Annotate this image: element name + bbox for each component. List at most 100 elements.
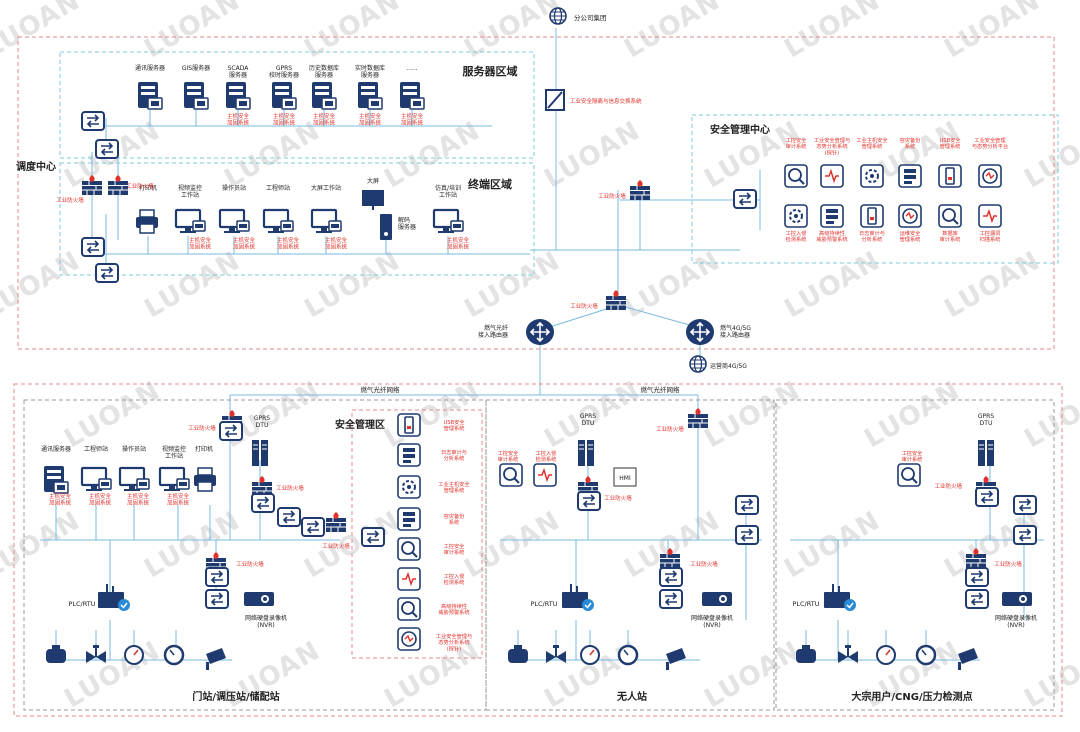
sc-top-icon-3 xyxy=(898,164,922,188)
s3-switch-nvr-icon xyxy=(965,589,989,609)
server-icon-6 xyxy=(400,82,425,110)
terminal-area-title: 终端区域 xyxy=(468,177,512,191)
s3-field-icon-1 xyxy=(838,645,858,663)
s1-device-label-4: 打印机 xyxy=(195,445,213,453)
sc-bottom-icon-4 xyxy=(938,204,962,228)
s1-device-note-0: 主机安全加固系统 xyxy=(49,492,72,507)
s2-fw-mid-label: 工业防火墙 xyxy=(604,494,632,502)
sc-bottom-label-3: 运维安全管理系统 xyxy=(900,229,922,243)
s2-fw-top-icon xyxy=(688,408,708,428)
sc-top-label-2: 工业主机安全管理系统 xyxy=(856,136,888,150)
station3-title: 大宗用户/CNG/压力检测点 xyxy=(851,690,972,703)
s1-fw-top-label: 工业防火墙 xyxy=(188,424,216,432)
firewall-left-2-label: 工业防火墙 xyxy=(126,182,154,190)
s1-switch-right-icon xyxy=(277,507,301,527)
s1-nvr-label: 网络硬盘录像机(NVR) xyxy=(245,614,287,629)
sc-top-icon-1 xyxy=(820,164,844,188)
sc-bottom-label-1: 高级持续性威胁预警系统 xyxy=(816,229,847,243)
sc-top-icon-5 xyxy=(978,164,1002,188)
s2-fw-top-label: 工业防火墙 xyxy=(656,425,684,433)
s3-fw-low-label: 工业防火墙 xyxy=(994,560,1022,568)
s1-device-note-2: 主机安全加固系统 xyxy=(127,492,150,507)
s3-audit-label: 工控安全审计系统 xyxy=(902,449,924,463)
s2-field-icon-3 xyxy=(617,644,639,666)
s1-dtu-icon xyxy=(252,440,268,466)
s3-fw-low-icon xyxy=(966,548,986,568)
sc-bottom-icon-3 xyxy=(898,204,922,228)
isp-globe-icon xyxy=(689,355,707,373)
terminal-label-4: 大屏工作站 xyxy=(311,184,341,192)
device-nodes xyxy=(44,7,1037,670)
s1-device-icon-3 xyxy=(158,466,190,491)
field-network-box xyxy=(13,383,1063,717)
server-area-title: 服务器区域 xyxy=(463,64,518,78)
s1-plc-icon xyxy=(98,584,130,611)
firewall-lower-icon xyxy=(606,290,626,310)
firewall-left-2-icon xyxy=(108,175,128,195)
s1-device-label-0: 通讯服务器 xyxy=(41,445,71,453)
sc-top-label-5: 工业安全管理与态势分析平台 xyxy=(972,136,1008,150)
decoder-label: 解码服务器 xyxy=(398,216,416,231)
s1-device-label-2: 操作员站 xyxy=(122,445,146,453)
s1-switch-mid-icon xyxy=(251,493,275,513)
s3-plc-icon xyxy=(824,584,856,611)
sc-bottom-label-4: 数据库审计系统 xyxy=(940,229,961,243)
station2-title: 无人站 xyxy=(616,690,647,703)
s1-fw-right-label: 工业防火墙 xyxy=(322,542,350,550)
sc-top-label-3: 容灾备份系统 xyxy=(900,136,922,150)
terminal-label-1: 视频监控工作站 xyxy=(178,184,202,199)
terminal-label-5: 仿真/培训工作站 xyxy=(435,184,461,199)
terminal-switch-2-icon xyxy=(95,263,119,283)
terminal-switch-icon xyxy=(81,237,105,257)
printer-icon xyxy=(136,209,158,234)
server-note-3: 主机安全加固系统 xyxy=(273,112,296,127)
network-left-label: 燃气光纤网络 xyxy=(361,385,401,394)
security-center-box xyxy=(691,114,1059,264)
s1-device-icon-1 xyxy=(80,466,112,491)
server-label-1: GIS服务器 xyxy=(182,64,210,72)
server-icon-5 xyxy=(358,82,383,110)
s2-hmi-label: HMI xyxy=(619,475,631,482)
terminal-icon-4 xyxy=(310,208,342,233)
server-area-switch-icon xyxy=(81,111,105,131)
sz-icon-6 xyxy=(397,597,421,621)
hmi-box xyxy=(613,467,637,487)
s1-switch-low-icon xyxy=(205,567,229,587)
s3-switch-low-icon xyxy=(965,567,989,587)
firewall-center-label: 工业防火墙 xyxy=(598,192,626,200)
s3-dtu-icon xyxy=(978,440,994,466)
server-area-box xyxy=(59,51,535,159)
s3-field-icon-2 xyxy=(876,645,896,665)
s2-camera-icon xyxy=(666,648,686,670)
sz-label-0: USB安全管理系统 xyxy=(443,418,465,432)
s1-device-icon-2 xyxy=(118,466,150,491)
s2-plc-label: PLC/RTU xyxy=(530,600,557,608)
s3-switch-r2-icon xyxy=(1013,525,1037,545)
s1-field-icon-0 xyxy=(46,645,66,663)
sc-bottom-icon-5 xyxy=(978,204,1002,228)
big-screen-icon xyxy=(362,190,384,210)
terminal-note-5: 主机安全加固系统 xyxy=(447,236,470,251)
s1-field-icon-2 xyxy=(124,645,144,665)
fiber-router-icon xyxy=(526,319,554,345)
s1-field-icon-1 xyxy=(86,645,106,663)
terminal-label-3: 工程师站 xyxy=(266,184,290,192)
sz-label-7: 工业安全管理与态势分析系统(探针) xyxy=(436,632,472,652)
station1-box xyxy=(23,399,487,711)
server-note-2: 主机安全加固系统 xyxy=(227,112,250,127)
terminal-label-0: 打印机 xyxy=(139,184,157,192)
sc-bottom-label-5: 工控漏洞扫描系统 xyxy=(980,229,1001,243)
security-zone-box xyxy=(351,409,483,659)
s2-nvr-label: 网络硬盘录像机(NVR) xyxy=(691,614,733,629)
terminal-note-2: 主机安全加固系统 xyxy=(233,236,256,251)
s1-field-icon-3 xyxy=(163,644,185,666)
station3-box xyxy=(775,399,1055,711)
server-note-6: 主机安全加固系统 xyxy=(401,112,424,127)
firewall-lower-label: 工业防火墙 xyxy=(570,302,598,310)
terminal-icon-1 xyxy=(174,208,206,233)
s1-plc-label: PLC/RTU xyxy=(68,600,95,608)
s2-field-icon-1 xyxy=(546,645,566,663)
